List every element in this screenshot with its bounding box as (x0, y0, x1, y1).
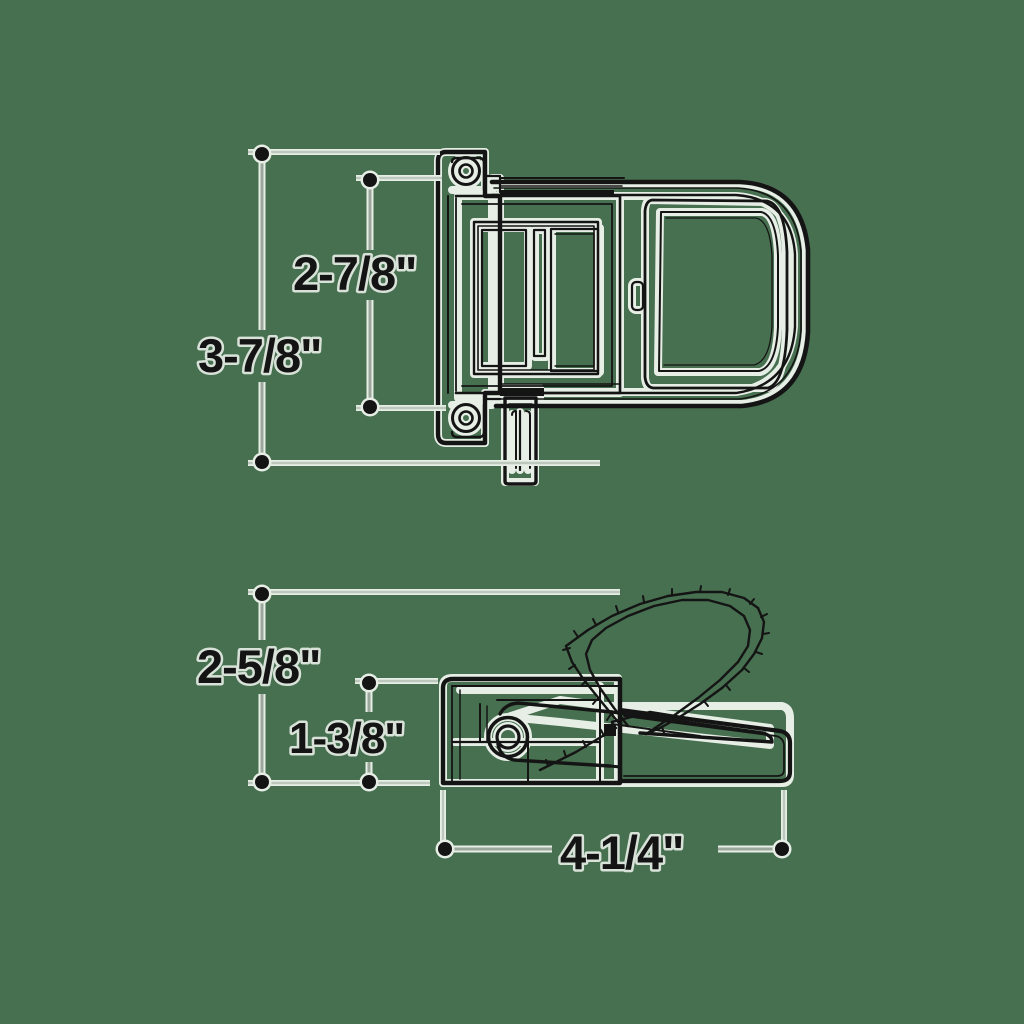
dimension-label-overall-height-side: 2-5/8" (197, 640, 320, 693)
dimension-label-body-height-side: 1-3/8" (289, 714, 404, 763)
dimension-dot (255, 587, 269, 601)
side-view-group (439, 585, 794, 787)
dimension-label-overall-length-side: 4-1/4" (560, 826, 683, 879)
dimension-dot (363, 173, 377, 187)
dimension-dot (362, 775, 376, 789)
dimension-dot (775, 842, 789, 856)
top-view-dimensions: 3-7/8" (196, 144, 600, 472)
dimension-dot (363, 400, 377, 414)
dimension-dot (438, 842, 452, 856)
dimension-inner-height: 2-7/8" (291, 170, 446, 417)
top-view-lines (435, 149, 811, 486)
chain-beads (545, 585, 770, 767)
dimension-label-overall-height: 3-7/8" (198, 329, 321, 382)
dimension-overall-length-side: 4-1/4" (435, 790, 792, 882)
dimension-label-inner-height: 2-7/8" (293, 247, 416, 300)
dimension-dot (255, 147, 269, 161)
top-view-group (434, 148, 811, 486)
dimension-overall-height: 3-7/8" (196, 144, 600, 472)
side-view-dimensions: 2-5/8" (195, 584, 792, 882)
side-view-lines (440, 585, 793, 786)
dimension-dot (362, 676, 376, 690)
dimension-body-height-side: 1-3/8" (276, 673, 438, 792)
dimension-dot (255, 455, 269, 469)
dimension-dot (255, 775, 269, 789)
